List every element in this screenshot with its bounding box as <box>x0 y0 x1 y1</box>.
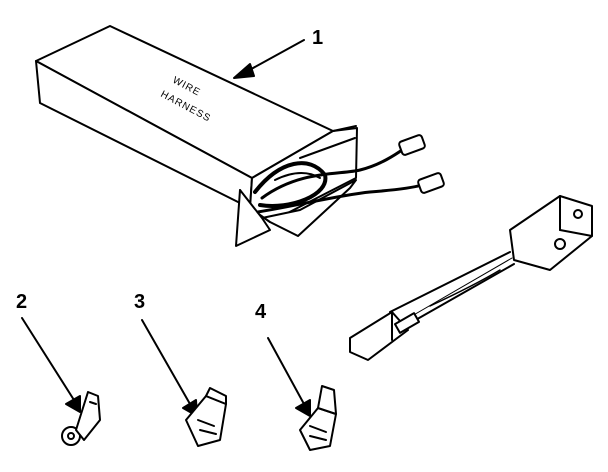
harness-terminal-lower <box>417 172 445 194</box>
ring-terminal <box>21 317 101 446</box>
package-front-tab <box>235 189 271 247</box>
callout-number-3: 3 <box>134 291 146 313</box>
callout-1-arrow <box>233 39 305 79</box>
flag-terminal <box>141 319 227 447</box>
harness-wires <box>253 146 424 214</box>
callout-number-1: 1 <box>312 27 324 49</box>
wire-harness-package <box>35 25 445 247</box>
callout-number-2: 2 <box>16 291 28 313</box>
harness-terminal-upper <box>398 134 426 156</box>
spade-terminal <box>267 337 337 451</box>
harness-connector-assembly <box>349 195 593 361</box>
callout-number-4: 4 <box>255 301 267 323</box>
